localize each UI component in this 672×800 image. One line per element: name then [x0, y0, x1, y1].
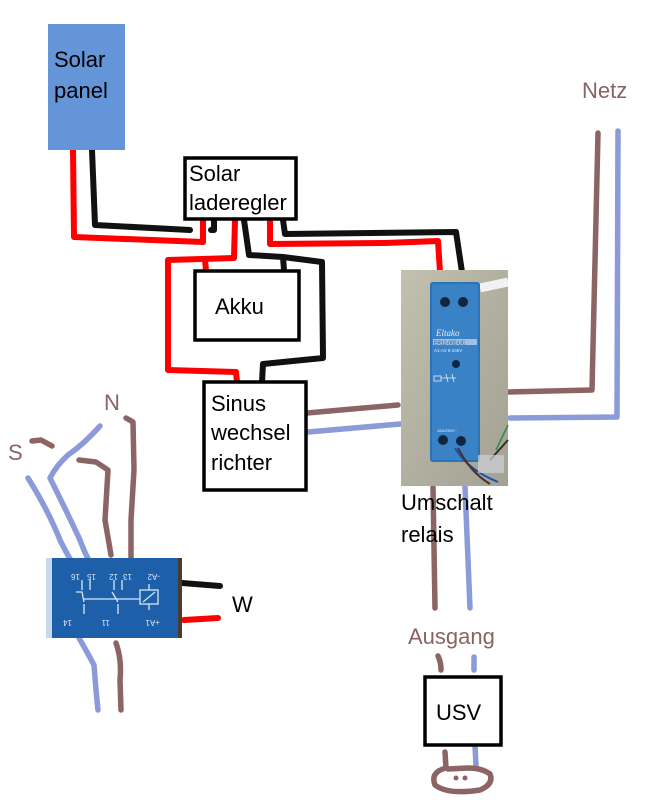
- changeover-relay-label-line2: relais: [401, 522, 454, 547]
- inverter-label-line2: wechsel: [210, 420, 290, 445]
- relay-schematic-glyph: [433, 373, 456, 383]
- small-relay-terminal-16: 16: [71, 572, 80, 581]
- wire-w-negative: [179, 580, 223, 589]
- small-relay: 16 15 12 13 -A2 14 11 +A1: [46, 558, 182, 638]
- solar-panel-body: [48, 24, 125, 150]
- wire-output-neutral: [462, 484, 473, 611]
- w-label: W: [232, 592, 253, 617]
- solar-panel-label-line1: Solar: [54, 47, 105, 72]
- ups-box: [423, 675, 503, 747]
- plug-icon: [431, 749, 494, 795]
- small-relay-terminal-15: 15: [87, 572, 96, 581]
- wire-akku-negative: [280, 254, 287, 273]
- wire-grid-phase: [505, 130, 601, 395]
- wire-w-positive: [181, 615, 221, 623]
- relay-screw-bottom-right: [456, 436, 466, 446]
- wire-relay-coil-negative: [280, 217, 465, 275]
- n-label: N: [104, 390, 120, 415]
- relay-rating: 16A/250V~: [437, 428, 458, 433]
- small-relay-terminal-13: 13: [123, 572, 132, 581]
- charge-controller-label-line1: Solar: [189, 161, 240, 186]
- solar-panel-label-line2: panel: [54, 78, 108, 103]
- battery: Akku: [193, 269, 301, 342]
- output-label: Ausgang: [408, 624, 495, 649]
- relay-model: ER12-002-UC: [434, 341, 466, 347]
- small-relay-terminal-a2: -A2: [147, 572, 160, 581]
- wire-relay-coil-positive: [267, 217, 443, 275]
- ups: USV: [423, 675, 503, 747]
- small-relay-terminal-14: 14: [63, 618, 72, 627]
- ac-wiring: [25, 128, 621, 768]
- inverter-box: [202, 380, 308, 492]
- s-label: S: [8, 440, 23, 465]
- wire-relay-out-phase: [113, 640, 124, 713]
- small-relay-body: [46, 558, 182, 638]
- wire-s-stub: [29, 437, 55, 449]
- small-relay-terminal-12: 12: [109, 572, 118, 581]
- changeover-relay-label-line1: Umschalt: [401, 490, 493, 515]
- wire-n-phase-mid: [76, 457, 114, 558]
- charge-controller-label-line2: laderegler: [189, 190, 287, 215]
- wire-usv-to-plug-neutral: [472, 743, 479, 768]
- wire-n-phase: [123, 415, 137, 561]
- charge-controller-box: [183, 156, 298, 221]
- relay-spec: A1-A2 8-230V: [434, 348, 462, 353]
- wire-controller-negative-load: [241, 217, 326, 385]
- wire-relay-out-neutral: [76, 635, 101, 713]
- changeover-relay-photo: Eltako ER12-002-UC A1-A2 8-230V 16A/250V…: [401, 270, 509, 486]
- relay-screw-top-left: [440, 297, 450, 307]
- inverter-label-line3: richter: [211, 450, 272, 475]
- relay-photo-white-cable: [479, 277, 509, 293]
- wire-panel-negative: [89, 147, 193, 233]
- relay-screw-bottom-left: [438, 435, 448, 445]
- battery-box: [193, 269, 301, 342]
- relay-brand: Eltako: [435, 328, 460, 338]
- small-relay-terminal-a1: +A1: [145, 618, 160, 627]
- wire-akku-positive: [202, 257, 209, 273]
- wire-inverter-phase: [304, 402, 401, 416]
- wire-ausgang-to-usv-phase: [435, 653, 444, 673]
- inverter-label-line1: Sinus: [211, 391, 266, 416]
- charge-controller: Solar laderegler: [183, 156, 298, 221]
- dc-wiring: [70, 147, 465, 623]
- grid-label: Netz: [582, 78, 627, 103]
- wire-n-neutral: [47, 423, 103, 565]
- wire-s-neutral-left: [25, 475, 75, 565]
- relay-indicator: [452, 360, 460, 368]
- wire-output-phase: [430, 484, 438, 611]
- wire-panel-negative-stub: [208, 217, 217, 233]
- wire-controller-positive-load: [165, 217, 240, 385]
- ups-label: USV: [436, 700, 482, 725]
- battery-label: Akku: [215, 294, 264, 319]
- relay-screw-top-right: [458, 297, 468, 307]
- wire-panel-positive: [70, 147, 206, 245]
- solar-panel: Solar panel: [48, 24, 125, 150]
- inverter: Sinus wechsel richter: [202, 380, 308, 492]
- small-relay-schematic: [76, 580, 159, 614]
- wire-grid-neutral: [507, 128, 621, 421]
- wire-inverter-neutral: [305, 421, 403, 435]
- small-relay-terminal-11: 11: [101, 618, 110, 627]
